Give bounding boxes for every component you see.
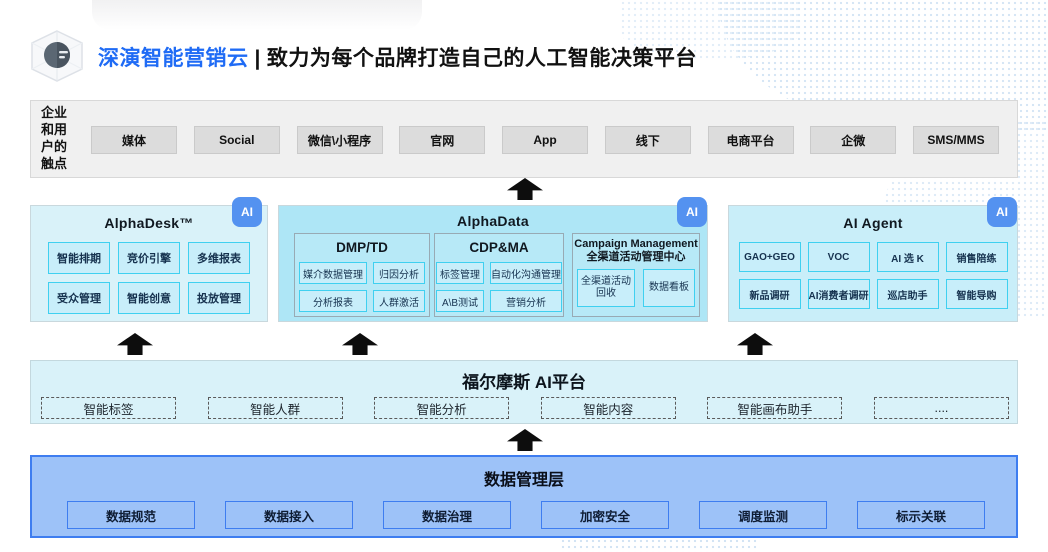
data-layer-title: 数据管理层 <box>483 472 564 489</box>
alphadesk-items: 智能排期 竞价引擎 多维报表 受众管理 智能创意 投放管理 <box>31 242 267 314</box>
gradient-decoration <box>92 0 422 30</box>
panel-alphadata: AI AlphaData DMP/TD 媒介数据管理 归因分析 分析报表 人群激… <box>278 197 708 322</box>
touchpoints-list: 媒体 Social 微信\小程序 官网 App 线下 电商平台 企微 SMS/M… <box>91 126 999 154</box>
group-items: 全渠道活动回收 数据看板 <box>573 269 699 308</box>
group-title: Campaign Management 全渠道活动管理中心 <box>573 234 699 264</box>
ai-badge: AI <box>987 197 1017 227</box>
module-chip: 营销分析 <box>490 290 562 312</box>
up-arrow-icon <box>507 178 543 200</box>
holmes-ai-platform-band: 福尔摩斯 AI平台 智能标签 智能人群 智能分析 智能内容 智能画布助手 ...… <box>30 360 1018 424</box>
touchpoint-social: Social <box>193 126 280 154</box>
group-items: 媒介数据管理 归因分析 分析报表 人群激活 <box>295 262 429 312</box>
module-chip: GAO+GEO <box>738 242 801 272</box>
module-chip: 智能导购 <box>945 279 1008 309</box>
capability-chip-more: .... <box>873 397 1009 419</box>
touchpoint-sms-mms: SMS/MMS <box>913 126 999 154</box>
module-chip: 多维报表 <box>188 242 250 274</box>
group-title-en: Campaign Management <box>574 238 698 250</box>
up-arrow-icon <box>117 333 153 355</box>
module-chip: 归因分析 <box>373 262 425 284</box>
up-arrow-icon <box>737 333 773 355</box>
data-chip: 标示关联 <box>857 501 985 529</box>
module-chip: 智能创意 <box>118 282 180 314</box>
touchpoint-official-site: 官网 <box>399 126 486 154</box>
group-items: 标签管理 自动化沟通管理 A\B测试 营销分析 <box>435 262 563 312</box>
group-title-cn: 全渠道活动管理中心 <box>586 251 686 264</box>
tagline: 致力为每个品牌打造自己的人工智能决策平台 <box>266 47 697 70</box>
brand-name: 深演智能营销云 <box>98 47 249 70</box>
worldmap-dots-decoration <box>620 0 800 60</box>
touchpoints-label: 企业和用户的触点 <box>41 105 68 171</box>
touchpoint-wechat-miniprogram: 微信\小程序 <box>296 126 383 154</box>
module-chip: 竞价引擎 <box>118 242 180 274</box>
ai-badge: AI <box>677 197 707 227</box>
touchpoints-row: 企业和用户的触点 媒体 Social 微信\小程序 官网 App 线下 电商平台… <box>30 100 1018 178</box>
touchpoint-wecom: 企微 <box>810 126 897 154</box>
module-chip: 数据看板 <box>643 269 695 308</box>
holmes-items: 智能标签 智能人群 智能分析 智能内容 智能画布助手 .... <box>41 397 1009 419</box>
up-arrow-icon <box>507 429 543 451</box>
module-chip: 媒介数据管理 <box>299 262 367 284</box>
brand-logo-icon <box>31 30 83 82</box>
module-chip: VOC <box>807 242 870 272</box>
data-layer-items: 数据规范 数据接入 数据治理 加密安全 调度监测 标示关联 <box>67 501 985 529</box>
group-campaign-management: Campaign Management 全渠道活动管理中心 全渠道活动回收 数据… <box>572 233 700 317</box>
title-separator: | <box>254 47 261 70</box>
capability-chip: 智能人群 <box>207 397 343 419</box>
module-chip: AI 选 K <box>876 242 939 272</box>
data-chip: 加密安全 <box>541 501 669 529</box>
ai-agent-title: AI Agent <box>843 215 903 231</box>
holmes-title: 福尔摩斯 AI平台 <box>462 373 586 392</box>
group-title: DMP/TD <box>336 240 388 255</box>
module-chip: 销售陪练 <box>945 242 1008 272</box>
module-chip: 人群激活 <box>373 290 425 312</box>
ai-badge: AI <box>232 197 262 227</box>
module-chip: 巡店助手 <box>876 279 939 309</box>
data-chip: 数据接入 <box>225 501 353 529</box>
module-chip: A\B测试 <box>436 290 484 312</box>
touchpoint-ecommerce: 电商平台 <box>707 126 794 154</box>
module-chip: 分析报表 <box>299 290 367 312</box>
data-chip: 数据治理 <box>383 501 511 529</box>
alphadata-title: AlphaData <box>457 213 529 229</box>
module-chip: 新品调研 <box>738 279 801 309</box>
module-chip: AI消费者调研 <box>807 279 870 309</box>
page-title: 深演智能营销云|致力为每个品牌打造自己的人工智能决策平台 <box>98 42 697 72</box>
module-chip: 自动化沟通管理 <box>490 262 562 284</box>
touchpoint-app: App <box>502 126 588 154</box>
capability-chip: 智能标签 <box>41 397 176 419</box>
up-arrow-icon <box>342 333 378 355</box>
ai-agent-items: GAO+GEO VOC AI 选 K 销售陪练 新品调研 AI消费者调研 巡店助… <box>729 242 1017 309</box>
group-title: CDP&MA <box>469 240 529 255</box>
data-chip: 数据规范 <box>67 501 195 529</box>
panel-ai-agent: AI AI Agent GAO+GEO VOC AI 选 K 销售陪练 新品调研… <box>728 197 1018 322</box>
touchpoint-offline: 线下 <box>604 126 691 154</box>
module-chip: 标签管理 <box>436 262 484 284</box>
module-chip: 全渠道活动回收 <box>577 269 635 308</box>
module-chip: 智能排期 <box>48 242 110 274</box>
touchpoint-media: 媒体 <box>91 126 177 154</box>
data-management-band: 数据管理层 数据规范 数据接入 数据治理 加密安全 调度监测 标示关联 <box>30 455 1018 538</box>
capability-chip: 智能画布助手 <box>707 397 843 419</box>
group-cdp-ma: CDP&MA 标签管理 自动化沟通管理 A\B测试 营销分析 <box>434 233 564 317</box>
group-dmp-td: DMP/TD 媒介数据管理 归因分析 分析报表 人群激活 <box>294 233 430 317</box>
capability-chip: 智能内容 <box>540 397 676 419</box>
panel-alphadesk: AI AlphaDesk™ 智能排期 竞价引擎 多维报表 受众管理 智能创意 投… <box>30 197 268 322</box>
capability-chip: 智能分析 <box>374 397 510 419</box>
module-chip: 投放管理 <box>188 282 250 314</box>
alphadesk-title: AlphaDesk™ <box>104 215 194 231</box>
data-chip: 调度监测 <box>699 501 827 529</box>
module-chip: 受众管理 <box>48 282 110 314</box>
